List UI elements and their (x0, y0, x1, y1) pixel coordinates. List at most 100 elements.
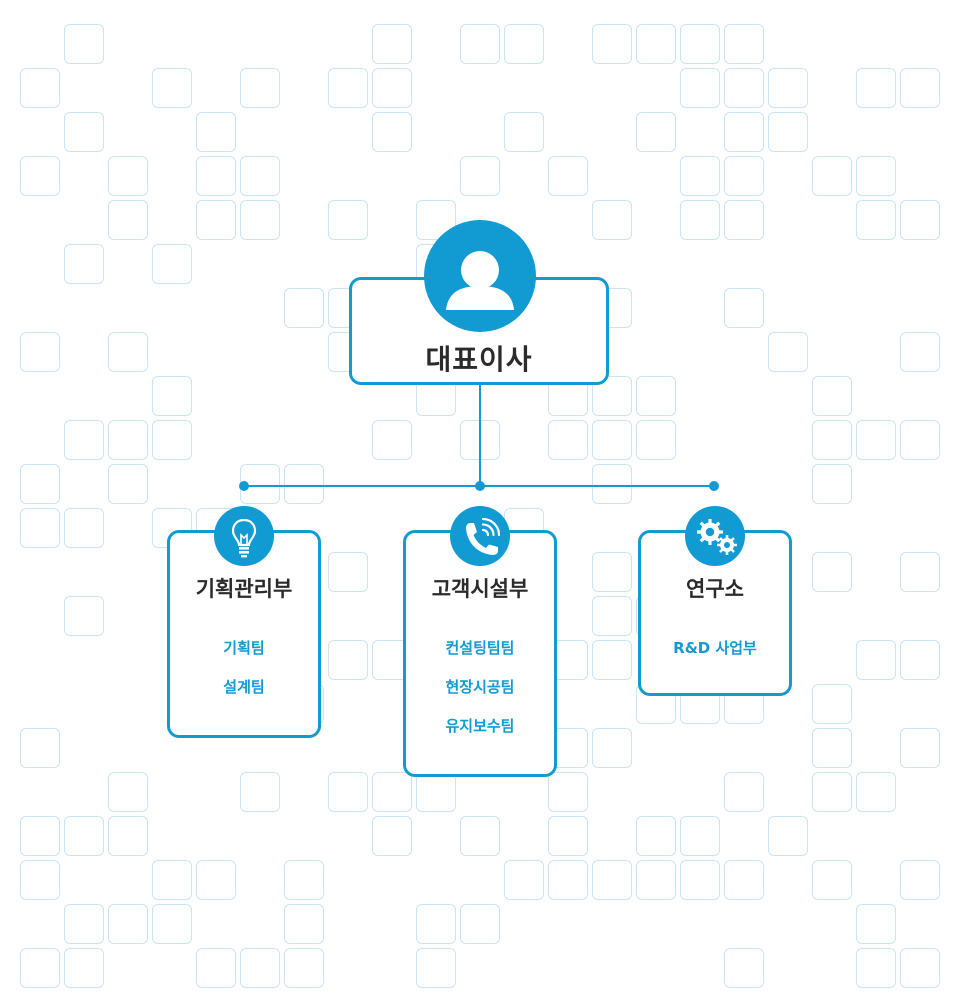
background-tile (636, 860, 676, 900)
background-tile (20, 508, 60, 548)
background-tile (636, 420, 676, 460)
background-tile (724, 288, 764, 328)
dept-icon-circle (450, 506, 510, 566)
background-tile (856, 420, 896, 460)
background-tile (64, 904, 104, 944)
background-tile (636, 376, 676, 416)
person-icon (446, 251, 514, 310)
gears-icon (697, 519, 737, 555)
background-tile (416, 772, 456, 812)
background-tile (460, 156, 500, 196)
background-tile (592, 200, 632, 240)
background-tile (64, 596, 104, 636)
background-tile (460, 24, 500, 64)
background-tile (724, 68, 764, 108)
team-label: 설계팀 (223, 678, 265, 696)
background-tile (900, 200, 940, 240)
background-tile (768, 332, 808, 372)
background-tile (900, 420, 940, 460)
background-tile (724, 156, 764, 196)
background-tile (812, 728, 852, 768)
background-tile (196, 200, 236, 240)
background-tile (724, 200, 764, 240)
background-tile (900, 640, 940, 680)
background-tile (724, 24, 764, 64)
background-tile (152, 860, 192, 900)
background-tile (592, 420, 632, 460)
background-tile (64, 24, 104, 64)
background-tile (64, 816, 104, 856)
background-tile (108, 156, 148, 196)
background-tile (240, 156, 280, 196)
background-tile (856, 772, 896, 812)
background-tile (240, 200, 280, 240)
background-tile (812, 552, 852, 592)
background-tile (20, 728, 60, 768)
background-tile (20, 464, 60, 504)
background-tile (548, 420, 588, 460)
background-tile (768, 816, 808, 856)
background-tile (64, 508, 104, 548)
background-tile (856, 904, 896, 944)
background-tile (768, 112, 808, 152)
branch-node-dot (475, 481, 485, 491)
background-tile (504, 860, 544, 900)
background-tile (20, 948, 60, 988)
background-tile (548, 156, 588, 196)
background-tile (548, 860, 588, 900)
branch-node-dot (709, 481, 719, 491)
background-tile (64, 420, 104, 460)
background-tile (592, 860, 632, 900)
background-tile (900, 948, 940, 988)
background-tile (636, 24, 676, 64)
background-tile (196, 156, 236, 196)
background-tile (592, 640, 632, 680)
background-tile (856, 640, 896, 680)
team-label: R&D 사업부 (673, 639, 757, 657)
background-tile (108, 772, 148, 812)
background-tile (812, 156, 852, 196)
team-label: 기획팀 (223, 639, 265, 657)
background-tile (856, 200, 896, 240)
background-tile (284, 288, 324, 328)
background-tile (592, 464, 632, 504)
background-tile (724, 860, 764, 900)
background-tile (416, 948, 456, 988)
background-tile (460, 904, 500, 944)
ceo-title: 대표이사 (425, 343, 533, 376)
background-tile (812, 376, 852, 416)
background-tile (636, 112, 676, 152)
background-tile (64, 112, 104, 152)
lightbulb-icon (231, 518, 257, 558)
background-tile (108, 420, 148, 460)
background-tile (372, 772, 412, 812)
background-tile (20, 156, 60, 196)
background-tile (108, 200, 148, 240)
background-tile (900, 68, 940, 108)
background-tile (328, 772, 368, 812)
background-tile (724, 948, 764, 988)
team-label: 컨설팅팀팀 (445, 639, 515, 657)
background-tile (856, 156, 896, 196)
background-tile (592, 552, 632, 592)
background-tile (108, 816, 148, 856)
dept-title: 고객시설부 (431, 577, 529, 601)
background-tile (284, 860, 324, 900)
background-tile (328, 200, 368, 240)
background-tile (152, 68, 192, 108)
background-tile (680, 24, 720, 64)
background-tile (152, 376, 192, 416)
background-tile (64, 948, 104, 988)
background-tile (328, 640, 368, 680)
background-tile (856, 68, 896, 108)
branch-node-dot (239, 481, 249, 491)
background-tile (372, 816, 412, 856)
background-tile (680, 68, 720, 108)
background-tile (372, 68, 412, 108)
background-tile (592, 728, 632, 768)
background-tile (108, 904, 148, 944)
background-tile (768, 68, 808, 108)
background-tile (20, 816, 60, 856)
background-tile (680, 860, 720, 900)
background-tile (20, 332, 60, 372)
